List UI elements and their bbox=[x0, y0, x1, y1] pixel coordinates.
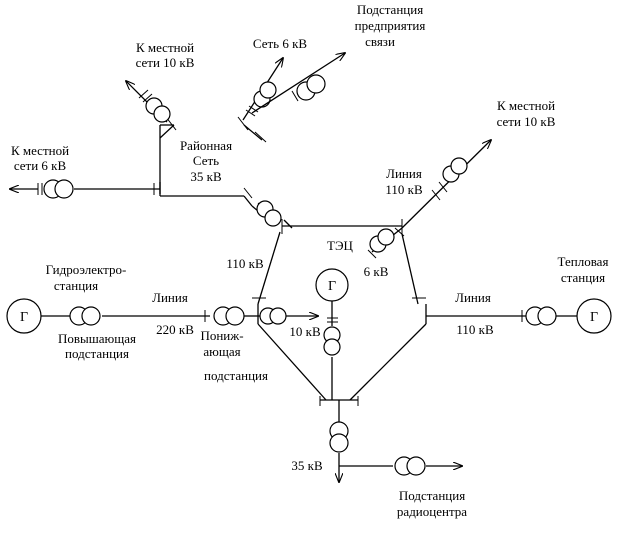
hydro-label-1: Гидроэлектро- bbox=[46, 262, 127, 277]
tec-transformer bbox=[369, 228, 395, 253]
radio-center-transformer bbox=[394, 456, 426, 476]
comm-substation-feeder bbox=[251, 53, 345, 114]
step-up-label-1: Повышающая bbox=[58, 331, 136, 346]
hydro-label-2: станция bbox=[54, 278, 98, 293]
line-left-kv-label: 220 кВ bbox=[156, 322, 194, 337]
svg-text:Г: Г bbox=[20, 310, 28, 325]
tec-label: ТЭЦ bbox=[327, 238, 354, 253]
line-110kv-right bbox=[426, 310, 577, 322]
v10kv-label: 10 кВ bbox=[289, 324, 321, 339]
district-net-label-2: Сеть bbox=[193, 153, 219, 168]
step-down-10kv-output bbox=[258, 307, 318, 325]
hydro-generator: Г bbox=[6, 298, 42, 334]
radio-center-label-2: радиоцентра bbox=[397, 504, 467, 519]
step-down-transformer bbox=[213, 306, 250, 326]
top-left-local-label-1: К местной bbox=[136, 40, 194, 55]
right-local-label-2: сети 10 кВ bbox=[497, 114, 556, 129]
step-down-label-2: ающая bbox=[203, 344, 240, 359]
upper-line-label-2: 110 кВ bbox=[385, 182, 423, 197]
left-local-label-1: К местной bbox=[11, 143, 69, 158]
comm-substation-label-2: предприятия bbox=[355, 18, 426, 33]
right-local-label-1: К местной bbox=[497, 98, 555, 113]
left-local-label-2: сети 6 кВ bbox=[14, 158, 67, 173]
network-6kv-transformer bbox=[253, 81, 277, 108]
left-local-network-feeder bbox=[10, 183, 160, 195]
bottom-feeder bbox=[339, 400, 462, 482]
district-link-transformer bbox=[256, 200, 282, 227]
step-up-label-2: подстанция bbox=[65, 346, 129, 361]
upper-right-transformer bbox=[442, 157, 468, 183]
thermal-label-2: станция bbox=[561, 270, 605, 285]
right-line-transformer bbox=[525, 306, 557, 326]
comm-substation-label-3: связи bbox=[365, 34, 395, 49]
upper-right-110kv-line bbox=[401, 140, 491, 229]
diagram-labels: Подстанция предприятия связи К местной с… bbox=[11, 2, 609, 519]
district-net-label-1: Районная bbox=[180, 138, 232, 153]
svg-text:Г: Г bbox=[328, 279, 336, 294]
network-6kv-label: Сеть 6 кВ bbox=[253, 36, 308, 51]
step-down-label-1: Пониж- bbox=[200, 328, 243, 343]
step-up-transformer bbox=[69, 306, 101, 326]
central-pentagon-110kv bbox=[252, 219, 427, 406]
line-right-kv-label: 110 кВ bbox=[456, 322, 494, 337]
thermal-generator: Г bbox=[576, 298, 612, 334]
svg-text:Г: Г bbox=[590, 310, 598, 325]
top-left-local-label-2: сети 10 кВ bbox=[136, 55, 195, 70]
tec-generator: Г bbox=[315, 268, 349, 302]
left-6kv-transformer bbox=[43, 179, 74, 199]
bottom-35kv-transformer bbox=[329, 421, 349, 453]
tec-6kv-label: 6 кВ bbox=[364, 264, 389, 279]
v35kv-label: 35 кВ bbox=[291, 458, 323, 473]
v110-left-label: 110 кВ bbox=[226, 256, 264, 271]
upper-line-label-1: Линия bbox=[386, 166, 422, 181]
line-220kv bbox=[41, 310, 258, 322]
comm-substation-label-1: Подстанция bbox=[357, 2, 423, 17]
tec-vertical-feeder bbox=[327, 301, 338, 400]
tec-10kv-transformer bbox=[323, 326, 341, 356]
step-down-label-3: подстанция bbox=[204, 368, 268, 383]
top-left-10kv-transformer bbox=[145, 97, 171, 123]
thermal-label-1: Тепловая bbox=[558, 254, 609, 269]
district-net-label-3: 35 кВ bbox=[190, 169, 222, 184]
district-network-35kv bbox=[153, 116, 267, 207]
radio-center-label-1: Подстанция bbox=[399, 488, 465, 503]
line-left-label: Линия bbox=[152, 290, 188, 305]
line-right-label: Линия bbox=[455, 290, 491, 305]
comm-substation-transformer bbox=[296, 74, 326, 101]
